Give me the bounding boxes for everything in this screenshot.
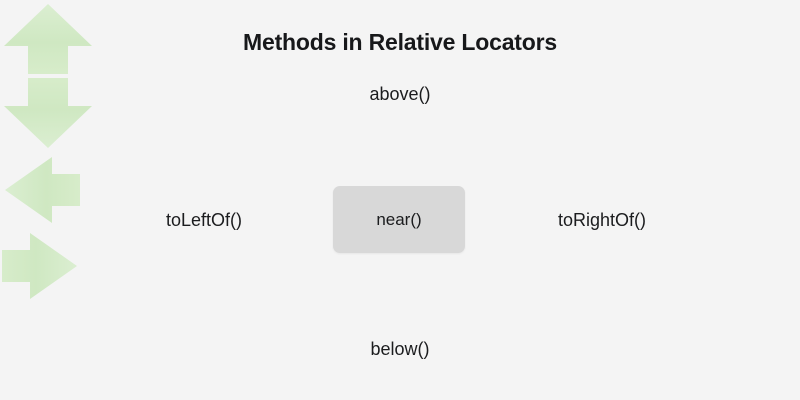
arrow-left-icon — [0, 152, 82, 228]
label-to-left-of: toLeftOf() — [165, 210, 242, 230]
center-node-near[interactable]: near() — [333, 186, 465, 253]
arrow-right-icon — [0, 228, 82, 304]
label-to-right-of: toRightOf() — [558, 210, 647, 230]
center-node-label: near() — [376, 209, 422, 229]
page-title: Methods in Relative Locators — [243, 29, 557, 55]
arrow-down-icon — [0, 76, 96, 152]
label-above: above() — [369, 84, 431, 104]
arrow-up-icon — [0, 0, 96, 76]
label-below: below() — [370, 339, 430, 359]
